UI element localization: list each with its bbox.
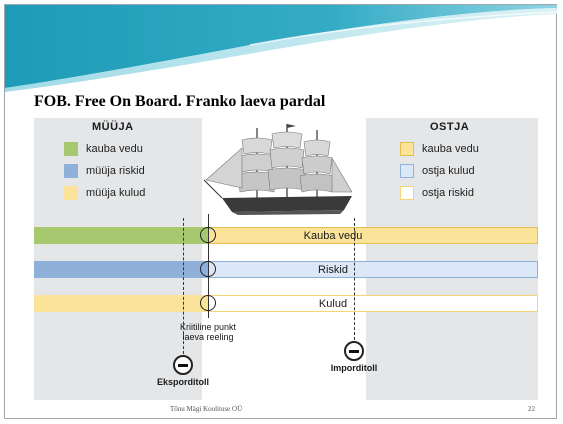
seller-heading: MÜÜJA [92, 121, 134, 133]
cost-bar-label: Kulud [318, 298, 348, 310]
ship-area [202, 118, 366, 400]
risk-bar-buyer: Riskid [208, 261, 538, 278]
buyer-heading: OSTJA [430, 121, 470, 133]
rail-marker-ring [200, 295, 216, 311]
transport-bar-seller [34, 227, 208, 244]
transport-bar-label: Kauba vedu [303, 230, 363, 242]
slide-title: FOB. Free On Board. Franko laeva pardal [34, 93, 326, 110]
import-customs-icon [344, 341, 364, 361]
transport-bar-buyer: Kauba vedu [208, 227, 538, 244]
footer-text: Tõnu Mägi Koolituse OÜ [170, 405, 243, 413]
legend-swatch [64, 186, 78, 200]
rail-marker-ring [200, 261, 216, 277]
risk-bar-label: Riskid [318, 264, 348, 276]
legend-swatch [400, 164, 414, 178]
slide-frame [4, 4, 557, 419]
legend-label: ostja kulud [422, 165, 475, 177]
rail-marker-ring [200, 227, 216, 243]
legend-label: ostja riskid [422, 187, 474, 199]
header-wave-decoration [5, 5, 558, 92]
cost-bar-seller [34, 295, 208, 312]
page-number: 22 [528, 405, 535, 413]
import-customs-label: Imporditoll [330, 363, 378, 373]
legend-label: kauba vedu [422, 143, 479, 155]
legend-swatch [64, 142, 78, 156]
risk-bar-seller [34, 261, 208, 278]
critical-point-label: Kriitiline punkt laeva reeling [179, 322, 237, 342]
legend-swatch [64, 164, 78, 178]
export-customs-icon [173, 355, 193, 375]
ship-illustration [203, 124, 353, 215]
incoterm-diagram: MÜÜJA OSTJA kauba vedu müüja riskid müüj… [34, 118, 538, 400]
legend-label: müüja riskid [86, 165, 145, 177]
export-customs-label: Eksporditoll [156, 377, 209, 387]
legend-swatch [400, 186, 414, 200]
legend-label: kauba vedu [86, 143, 143, 155]
legend-label: müüja kulud [86, 187, 146, 199]
import-customs-line [354, 218, 355, 340]
legend-swatch [400, 142, 414, 156]
cost-bar-buyer: Kulud [208, 295, 538, 312]
export-customs-line [183, 218, 184, 354]
